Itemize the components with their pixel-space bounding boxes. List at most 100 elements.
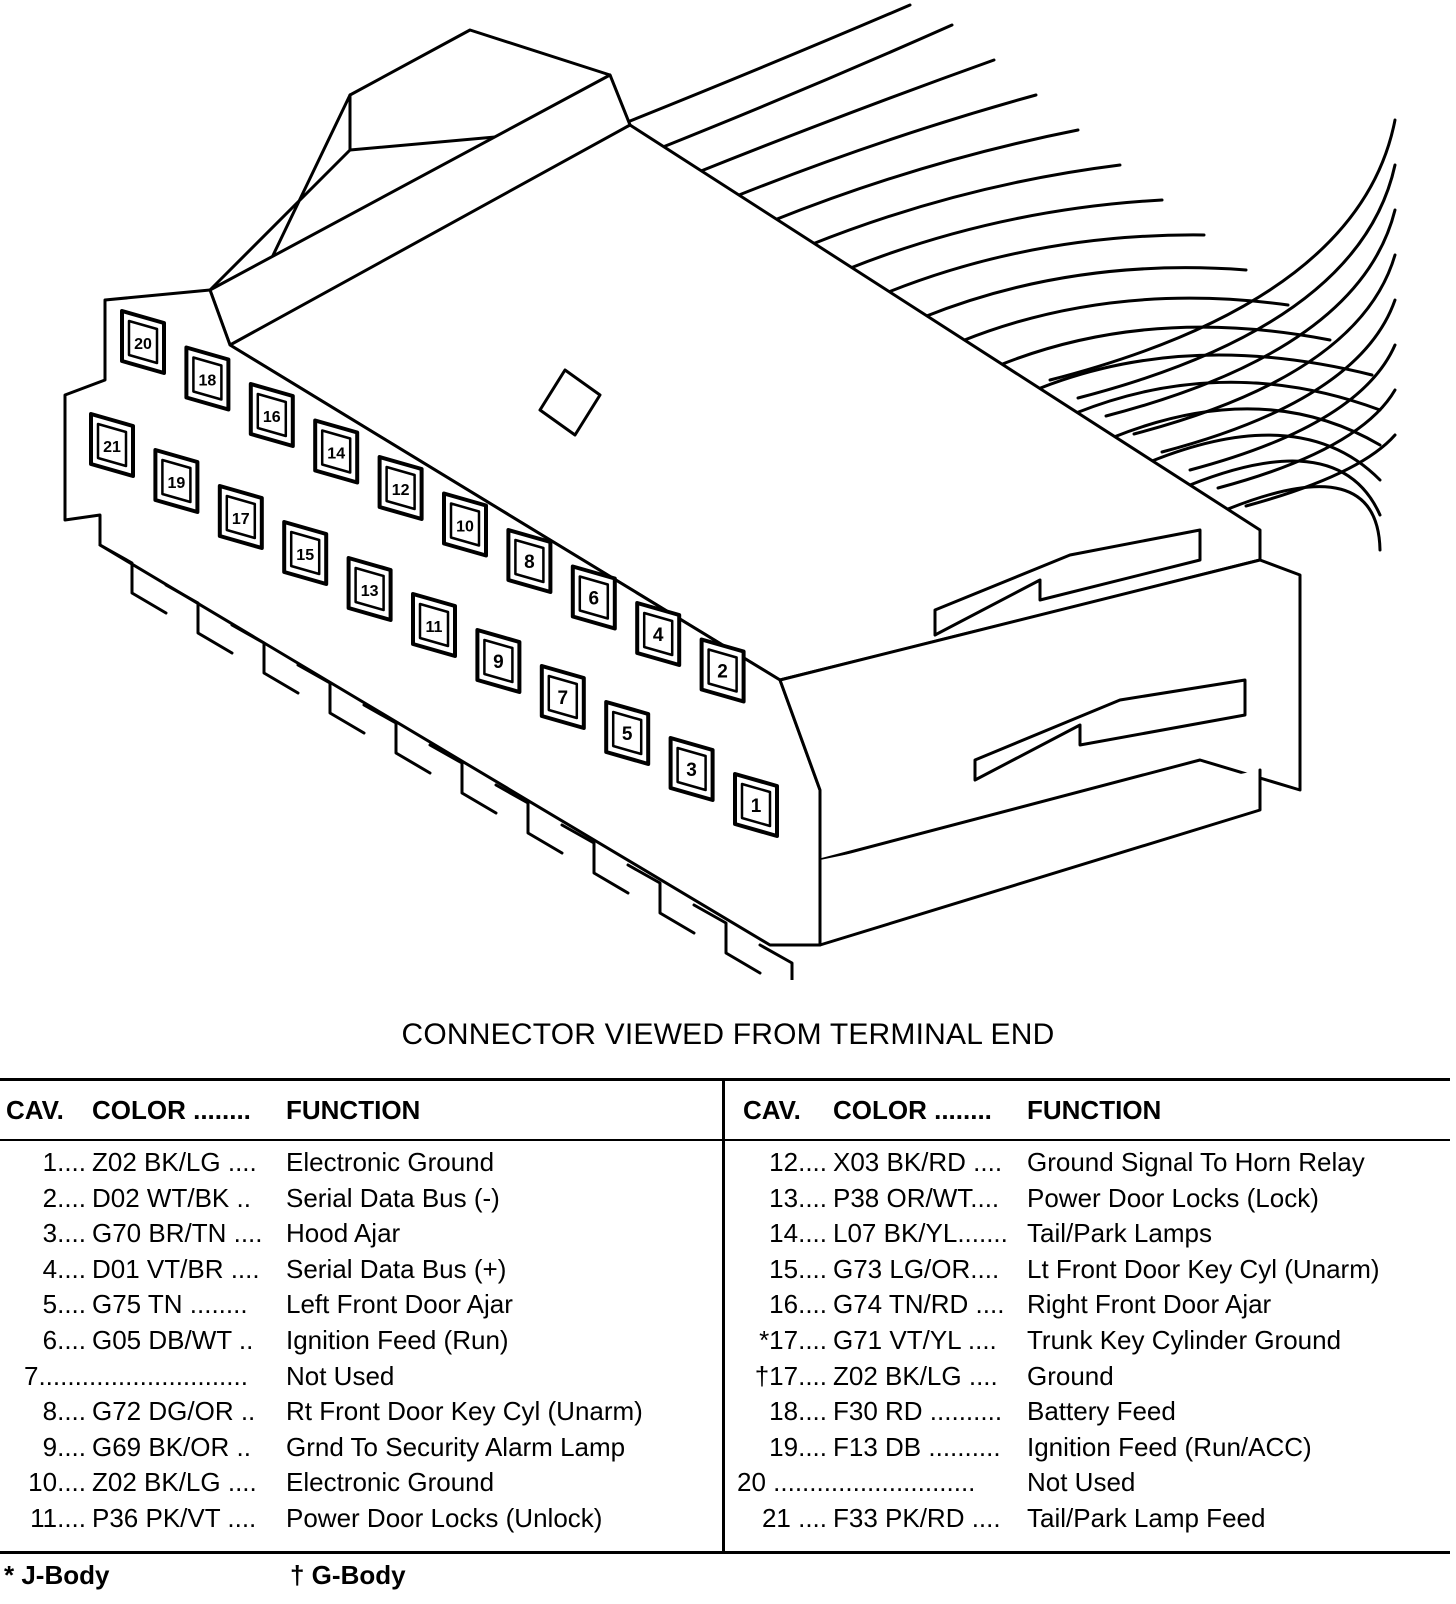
bottom-tooth bbox=[230, 623, 300, 695]
cavity-cell: 10.... bbox=[28, 1467, 86, 1498]
function-cell: Tail/Park Lamp Feed bbox=[1027, 1502, 1266, 1533]
function-cell: Rt Front Door Key Cyl (Unarm) bbox=[286, 1396, 643, 1427]
cavity-cell: 11.... bbox=[30, 1502, 86, 1533]
wire bbox=[1104, 208, 1397, 418]
cavity-label: 16 bbox=[263, 409, 281, 426]
cavity-7: 7 bbox=[539, 664, 586, 730]
cavity-4: 4 bbox=[635, 601, 682, 667]
cavity-label: 19 bbox=[168, 475, 186, 492]
cavity-21: 21 bbox=[89, 412, 135, 478]
color-cell: F33 PK/RD .... bbox=[833, 1502, 1001, 1533]
function-cell: Not Used bbox=[1027, 1467, 1136, 1498]
wire bbox=[656, 23, 954, 151]
cavity-13: 13 bbox=[346, 556, 393, 622]
function-cell: Tail/Park Lamps bbox=[1027, 1218, 1212, 1249]
function-cell: Ground Signal To Horn Relay bbox=[1027, 1147, 1365, 1177]
wire bbox=[1188, 343, 1397, 472]
function-cell: Ignition Feed (Run) bbox=[286, 1324, 509, 1355]
bottom-tooth bbox=[692, 903, 762, 975]
cavity-12: 12 bbox=[377, 455, 424, 521]
color-cell: Z02 BK/LG .... bbox=[833, 1360, 998, 1391]
wire bbox=[998, 325, 1332, 367]
color-cell: G69 BK/OR .. bbox=[92, 1431, 251, 1462]
pinout-table-left: CAV. COLOR ........ FUNCTION 1....Z02 BK… bbox=[0, 1081, 725, 1551]
cavity-18: 18 bbox=[184, 345, 231, 412]
cavity-label: 13 bbox=[361, 583, 379, 600]
cavity-label: 9 bbox=[493, 652, 504, 673]
table-row: 4....D01 VT/BR ....Serial Data Bus (+) bbox=[0, 1252, 722, 1288]
cavity-label: 3 bbox=[686, 760, 697, 781]
side-latch-lower bbox=[973, 678, 1247, 782]
cavity-cell: †17.... bbox=[754, 1360, 827, 1391]
cavity-label: 21 bbox=[103, 439, 121, 456]
locator-key bbox=[538, 368, 602, 437]
wire bbox=[1226, 485, 1382, 552]
color-cell: P36 PK/VT .... bbox=[92, 1502, 257, 1533]
cavity-label: 4 bbox=[653, 625, 664, 646]
table-rows-left: 1....Z02 BK/LG .... Electronic Ground 2...… bbox=[0, 1145, 722, 1537]
color-cell: F13 DB .......... bbox=[833, 1431, 1001, 1462]
wire bbox=[922, 266, 1248, 319]
function-cell: Electronic Ground bbox=[286, 1147, 495, 1177]
color-cell: G70 BR/TN .... bbox=[92, 1218, 263, 1249]
cavity-2: 2 bbox=[699, 637, 746, 704]
cavity-cell: 15.... bbox=[769, 1253, 827, 1284]
table-row: 3....G70 BR/TN ....Hood Ajar bbox=[0, 1216, 722, 1252]
cavity-6: 6 bbox=[570, 564, 617, 631]
footnotes: * J-Body † G-Body bbox=[0, 1560, 1456, 1600]
cavity-19: 19 bbox=[153, 448, 200, 514]
table-row: 11....P36 PK/VT ....Power Door Locks (Un… bbox=[0, 1501, 722, 1537]
color-cell: G74 TN/RD .... bbox=[833, 1289, 1005, 1320]
function-cell: Battery Feed bbox=[1027, 1396, 1176, 1427]
cavity-16: 16 bbox=[248, 382, 295, 448]
cavity-cell: 5.... bbox=[42, 1289, 86, 1320]
wire bbox=[960, 296, 1290, 343]
bottom-tooth bbox=[98, 543, 168, 615]
table-rows-right: 12....X03 BK/RD ....Ground Signal To Hor… bbox=[725, 1145, 1450, 1537]
footnote-g-body: † G-Body bbox=[290, 1560, 406, 1590]
cavity-11: 11 bbox=[411, 592, 457, 658]
cavity-20: 20 bbox=[120, 309, 166, 375]
bottom-tooth bbox=[362, 703, 432, 775]
cavity-cell: 7............................. bbox=[24, 1360, 248, 1391]
cavity-label: 11 bbox=[426, 619, 443, 636]
bottom-tooth bbox=[428, 743, 498, 815]
cavity-cell: 2.... bbox=[42, 1182, 86, 1213]
color-cell: Z02 BK/LG .... bbox=[92, 1147, 257, 1177]
header-cav: CAV. bbox=[6, 1095, 64, 1125]
cavity-label: 8 bbox=[524, 552, 535, 573]
color-cell: G71 VT/YL .... bbox=[833, 1324, 997, 1355]
wire bbox=[694, 58, 996, 175]
cavity-cell: 4.... bbox=[42, 1253, 86, 1284]
table-row: 12....X03 BK/RD ....Ground Signal To Hor… bbox=[725, 1145, 1450, 1181]
cavity-label: 14 bbox=[327, 446, 345, 463]
cavity-cell: 6.... bbox=[42, 1324, 86, 1355]
color-cell: G05 DB/WT .. bbox=[92, 1324, 254, 1355]
table-row: *17....G71 VT/YL ....Trunk Key Cylinder … bbox=[725, 1323, 1450, 1359]
color-cell: D01 VT/BR .... bbox=[92, 1253, 260, 1284]
bottom-tooth bbox=[560, 823, 630, 895]
wire bbox=[1132, 253, 1397, 436]
table-row: 1....Z02 BK/LG .... Electronic Ground bbox=[0, 1145, 722, 1181]
cavity-label: 2 bbox=[717, 662, 728, 683]
header-function: FUNCTION bbox=[286, 1095, 421, 1125]
cavity-8: 8 bbox=[506, 528, 553, 594]
table-row: 13....P38 OR/WT....Power Door Locks (Loc… bbox=[725, 1181, 1450, 1217]
cavity-cell: 1.... bbox=[42, 1147, 86, 1177]
color-cell: G75 TN ........ bbox=[92, 1289, 248, 1320]
cavity-cell: 18.... bbox=[769, 1396, 827, 1427]
cavity-15: 15 bbox=[282, 520, 329, 586]
bottom-tooth bbox=[296, 663, 366, 735]
cavity-cell: 14.... bbox=[769, 1218, 827, 1249]
cavity-label: 20 bbox=[134, 336, 152, 353]
wire bbox=[770, 128, 1080, 223]
wire bbox=[1036, 353, 1374, 391]
cavity-cell: 13.... bbox=[769, 1182, 827, 1213]
wire bbox=[618, 3, 912, 127]
function-cell: Grnd To Security Alarm Lamp bbox=[286, 1431, 626, 1462]
cavity-cell: 20 ............................ bbox=[737, 1467, 976, 1498]
header-color: COLOR ........ bbox=[833, 1095, 992, 1125]
cavity-cell: 19.... bbox=[769, 1431, 827, 1462]
table-row: 7.............................Not Used bbox=[0, 1359, 722, 1395]
